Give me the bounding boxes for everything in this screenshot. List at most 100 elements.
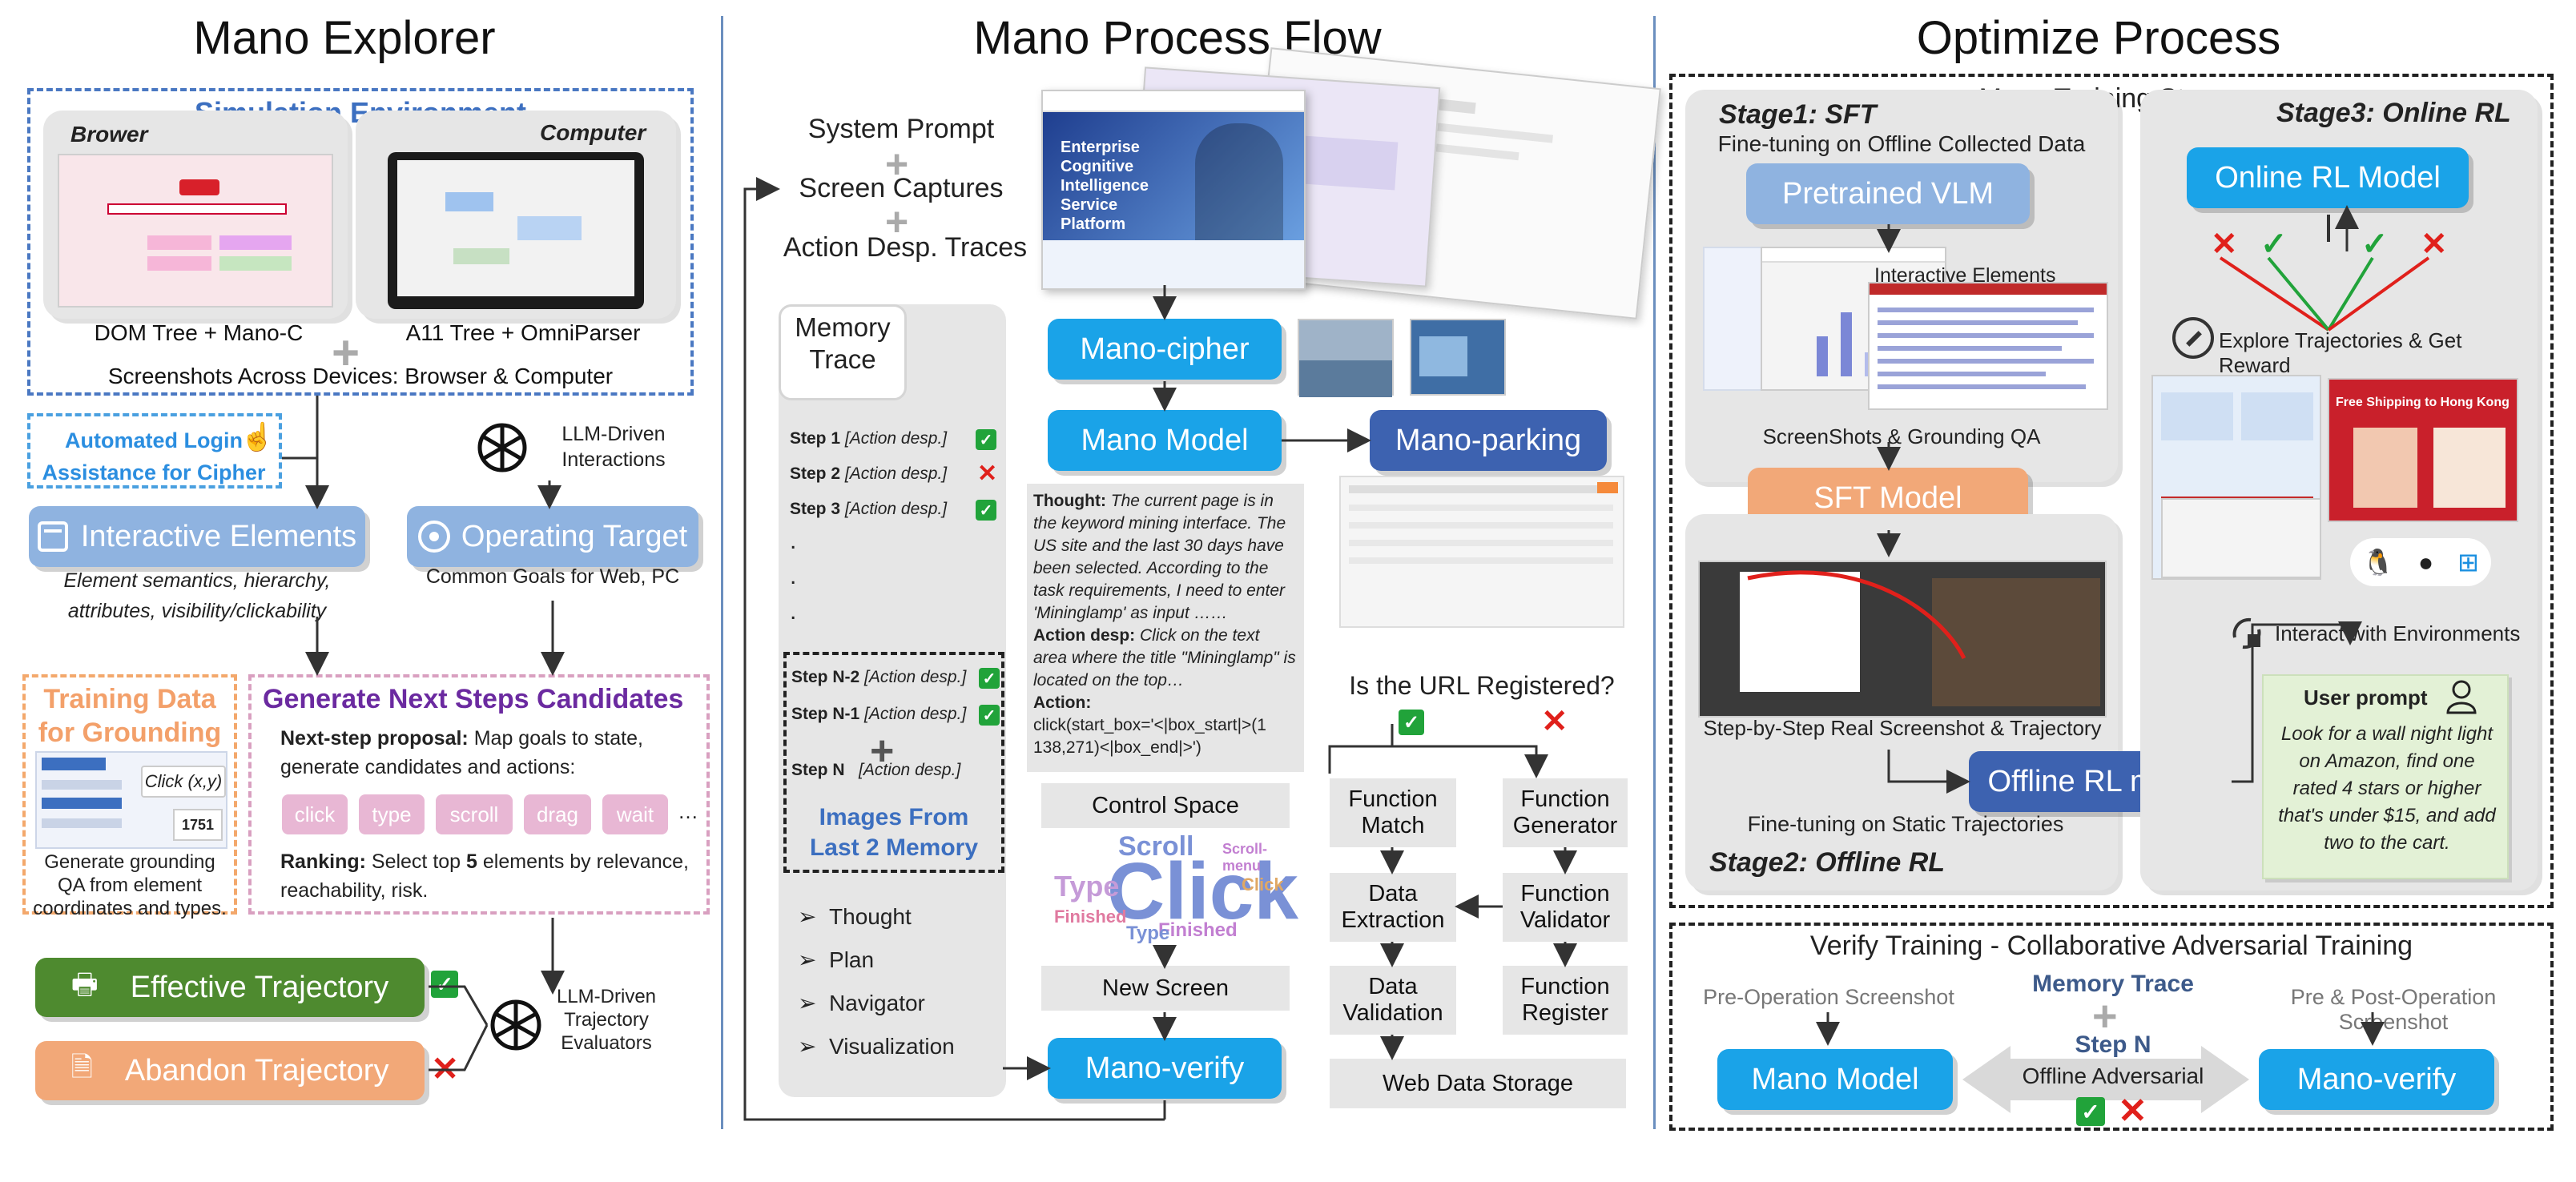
system-prompt-label: System Prompt [807,114,995,144]
step-3: Step 3 [Action desp.] [790,500,948,518]
cloud-click-small: Click [1242,874,1284,895]
plus-icon: + [332,326,360,380]
calendar-icon [37,521,68,552]
stage2-label: Stage2: Offline RL [1709,847,1946,878]
cloud-type: Type [1054,870,1120,903]
stage1-description: Fine-tuning on Offline Collected Data [1717,131,2086,156]
llm-evaluators-label: LLM-Driven Trajectory Evaluators [556,986,657,1054]
operating-target-button[interactable]: Operating Target [407,506,698,567]
a11-tree-label: A11 Tree + OmniParser [405,320,641,345]
mano-cipher-button[interactable]: Mano-cipher [1048,319,1282,380]
next-step-proposal: Next-step proposal: Map goals to state, … [280,727,643,778]
new-screen-box: New Screen [1041,966,1290,1011]
parking-screenshot [1339,476,1624,628]
stage3-screenshot-2: Free Shipping to Hong Kong [2328,378,2518,522]
abandon-trajectory-button[interactable]: 🗎 Abandon Trajectory [35,1041,425,1100]
divider-right [1653,16,1656,1129]
online-rl-model-button[interactable]: Online RL Model [2187,147,2469,208]
simulation-environment-box: Simulation Environment Brower DOM Tree +… [27,88,694,396]
step-n-2: Step N-2 [Action desp.] [791,668,967,686]
apple-icon: ● [2417,547,2434,577]
verify-mano-model-button[interactable]: Mano Model [1717,1049,1953,1110]
openai-logo-icon [474,420,530,476]
next-steps-box: Generate Next Steps Candidates Next-step… [248,674,710,915]
function-validator-box: Function Validator [1503,873,1628,942]
web-data-storage-box: Web Data Storage [1330,1059,1626,1108]
automated-login-box: Automated Login Assistance for Cipher ☝ [27,413,282,488]
step-3-check-icon: ✓ [976,500,996,521]
training-data-label: Training Data for Grounding [38,684,222,748]
ellipsis-dots: ... [790,528,797,625]
verify-mano-verify-button[interactable]: Mano-verify [2259,1049,2494,1110]
verify-cross-icon: ✕ [2118,1092,2147,1131]
interact-label: Interact with Environments [2275,621,2521,645]
verify-training-box: Verify Training - Collaborative Adversar… [1669,923,2554,1131]
url-registered-label: Is the URL Registered? [1349,671,1615,700]
control-space-box: Control Space [1041,783,1290,828]
action-word-cloud: Click Scroll Type Finished Scroll-menu C… [1038,830,1298,950]
stage3-label: Stage3: Online RL [2276,98,2511,128]
windows-icon: ⊞ [2457,548,2479,577]
os-icons: 🐧 ● ⊞ [2350,538,2491,586]
abandon-trajectory-label: Abandon Trajectory [124,1053,389,1088]
browser-label: Brower [70,122,148,147]
function-match-box: Function Match [1330,778,1456,847]
effective-trajectory-button[interactable]: 🖶 Effective Trajectory [35,958,425,1017]
data-extraction-box: Data Extraction [1330,873,1456,942]
step-n-label: Step N [2075,1031,2151,1058]
stage1-elements-screenshot [1868,282,2108,410]
openai-evaluator-icon [487,996,545,1054]
svg-text:✓: ✓ [2361,227,2389,262]
chip-scroll: scroll [436,794,513,834]
stage2-screenshot [1698,561,2107,718]
function-generator-box: Function Generator [1503,778,1628,847]
title-process-flow: Mano Process Flow [973,12,1382,64]
step-n-1: Step N-1 [Action desp.] [791,705,967,723]
cloud-finished-small: Finished [1054,907,1127,927]
screenshot-stack-1: Enterprise Cognitive Intelligence Servic… [1041,90,1306,290]
chip-wait: wait [602,794,668,834]
step-2: Step 2 [Action desp.] [790,464,948,483]
step-n-1-check-icon: ✓ [979,705,1000,726]
verify-check-icon: ✓ [2076,1097,2105,1126]
cloud-finished: Finished [1158,919,1238,941]
plus-icon-1: + [885,142,909,187]
svg-text:✓: ✓ [2260,227,2288,262]
recent-steps-box: Step N-2 [Action desp.] ✓ Step N-1 [Acti… [783,652,1004,873]
linux-icon: 🐧 [2362,548,2394,577]
document-cancel-icon: 🗎 [70,1051,93,1083]
bullet-plan: ➢ Plan [798,947,875,972]
operating-target-label: Operating Target [461,519,688,553]
hero-text: Enterprise Cognitive Intelligence Servic… [1061,139,1149,233]
ranking-text: Ranking: Select top 5 elements by releva… [280,850,689,902]
bullet-thought: ➢ Thought [798,904,912,929]
mano-parking-button[interactable]: Mano-parking [1370,410,1607,471]
svg-text:✕: ✕ [2421,227,2448,262]
pre-post-op-label: Pre & Post-Operation Screenshot [2290,985,2497,1034]
fine-static-label: Fine-tuning on Static Trajectories [1747,812,2064,836]
mano-model-button[interactable]: Mano Model [1048,410,1282,471]
function-register-box: Function Register [1503,966,1628,1035]
svg-text:✕: ✕ [2211,227,2238,262]
laptop-icon [388,152,644,309]
mano-verify-button[interactable]: Mano-verify [1048,1038,1282,1099]
bullet-navigator: ➢ Navigator [798,991,925,1015]
verify-memory-trace: Memory Trace [2032,971,2194,997]
browser-screenshot [58,154,333,308]
grounding-qa-label: ScreenShots & Grounding QA [1762,424,2041,448]
cloud-scroll-menu: Scroll-menu [1222,841,1268,874]
cloud-type-small: Type [1126,923,1170,944]
memory-trace-label: Memory Trace [795,312,891,374]
screenshots-across-devices: Screenshots Across Devices: Browser & Co… [107,364,614,388]
user-icon [2446,679,2477,714]
step-1-check-icon: ✓ [976,429,996,450]
computer-card: Computer [356,111,676,319]
pretrained-vlm-button[interactable]: Pretrained VLM [1746,163,2030,224]
verify-training-title: Verify Training - Collaborative Adversar… [1809,931,2413,961]
interact-cycle-icon [2227,613,2267,653]
step-by-step-label: Step-by-Step Real Screenshot & Trajector… [1703,716,2102,740]
interactive-elements-button[interactable]: Interactive Elements [29,506,365,567]
user-prompt-note: User prompt Look for a wall night light … [2262,674,2509,879]
divider-left [721,16,723,1129]
stage3-screenshot-3 [2161,498,2321,578]
